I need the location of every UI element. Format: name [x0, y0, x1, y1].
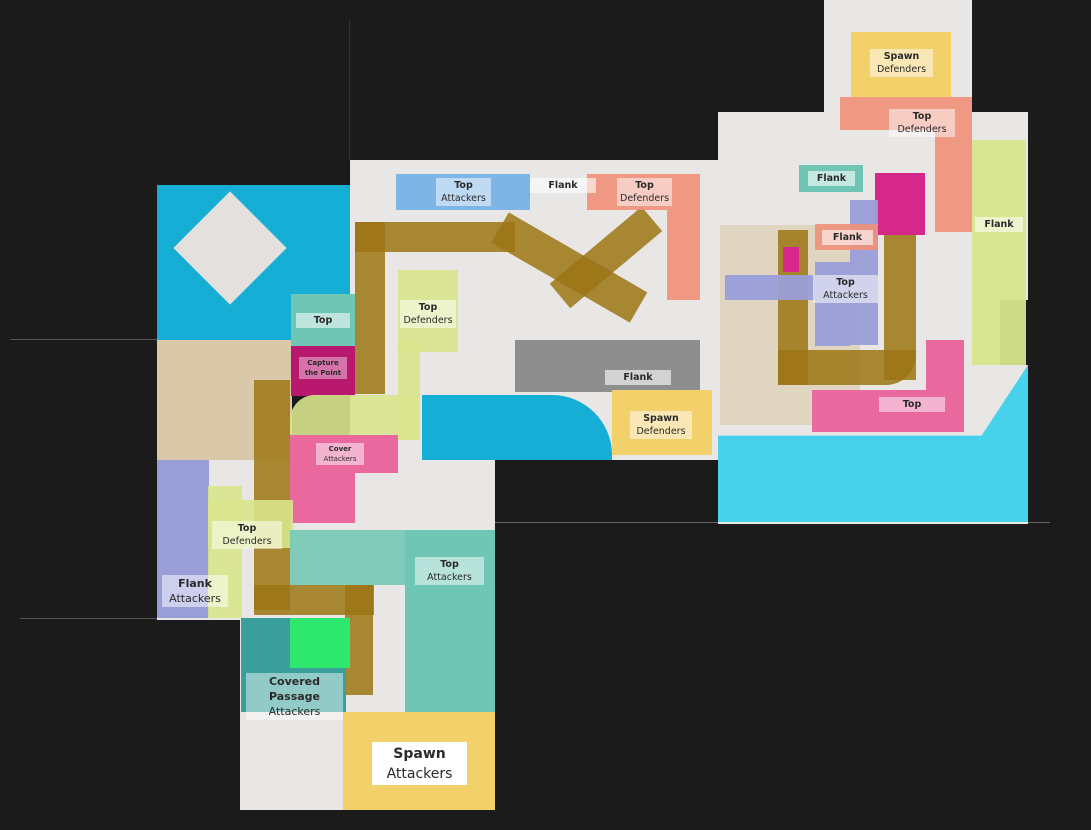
zone-teal — [290, 530, 405, 585]
zone-magenta — [783, 247, 799, 272]
zone-label: Top — [879, 397, 945, 412]
zone-magenta — [875, 173, 925, 235]
zone-top-defenders — [935, 130, 972, 232]
zone-label: Flank — [605, 370, 671, 385]
zone-capture-point — [291, 346, 355, 396]
zone-top-defenders — [667, 210, 700, 300]
zone-label: Flank — [808, 171, 855, 186]
zone-top-attackers — [850, 200, 878, 345]
zone-flank — [972, 140, 1026, 365]
zone-label: Flank — [975, 217, 1023, 232]
path — [355, 222, 515, 252]
guide-line — [20, 618, 160, 619]
path — [884, 230, 916, 380]
zone-top-defenders — [290, 395, 420, 440]
water-area — [422, 395, 612, 460]
path — [254, 380, 290, 610]
zone-label: Flank — [530, 178, 596, 193]
guide-line — [349, 20, 350, 160]
zone-label: Flank — [822, 230, 873, 245]
zone-green — [290, 618, 350, 668]
zone-label: Top — [296, 313, 350, 328]
zone-label: Capture the Point — [299, 357, 347, 379]
guide-line — [10, 339, 158, 340]
zone-cover-attackers — [290, 470, 355, 523]
